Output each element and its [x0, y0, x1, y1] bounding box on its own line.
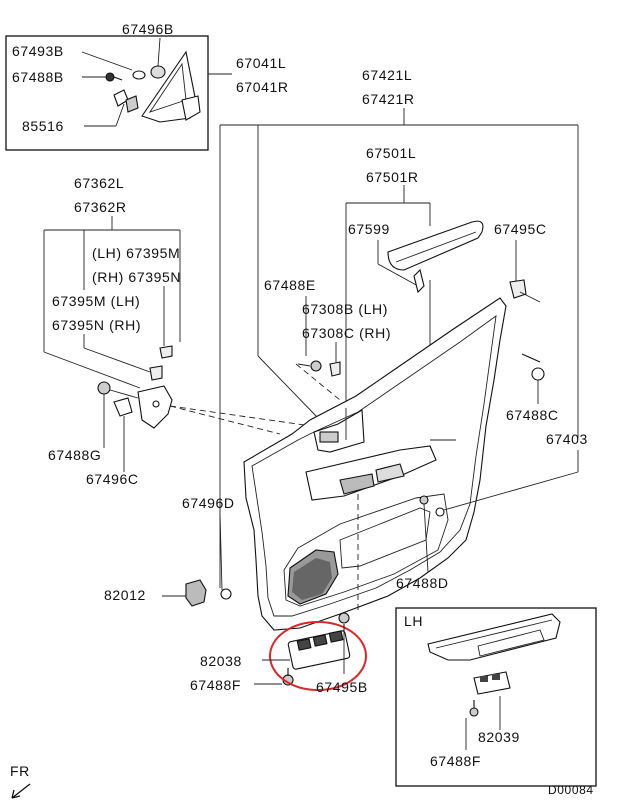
label-67496C: 67496C: [86, 471, 139, 487]
label-67362L: 67362L: [74, 175, 124, 191]
label-67488B: 67488B: [12, 69, 64, 85]
label-67493B: 67493B: [12, 43, 64, 59]
label-67395M-lh2: 67395M (LH): [52, 293, 140, 309]
label-67495C: 67495C: [494, 221, 547, 237]
label-67501R: 67501R: [366, 169, 419, 185]
highlight-ellipse: [269, 621, 367, 691]
mirror-inset: 67496B 67493B 67488B 85516: [5, 21, 232, 151]
arrow-down-left-icon: [11, 783, 31, 799]
label-67488F: 67488F: [190, 677, 241, 693]
label-67488C: 67488C: [506, 407, 559, 423]
label-inset-lh: LH: [404, 613, 423, 629]
label-67496D: 67496D: [182, 495, 235, 511]
label-67488F-lh: 67488F: [430, 753, 481, 769]
label-67488G: 67488G: [48, 447, 101, 463]
label-fr: FR: [10, 763, 30, 779]
label-67395N-rh: (RH) 67395N: [92, 269, 181, 285]
power-window-switch: [282, 612, 351, 686]
lh-inset: LH 82039 67488F: [395, 607, 597, 787]
label-67308B-lh: 67308B (LH): [302, 301, 388, 317]
label-67395N-rh2: 67395N (RH): [52, 317, 141, 333]
handle-bracket: [97, 345, 173, 429]
label-85516: 85516: [22, 118, 64, 134]
door-trim-panel: [243, 297, 507, 631]
label-67403: 67403: [546, 431, 588, 447]
label-67308C-rh: 67308C (RH): [302, 325, 391, 341]
diagram-code: D00084: [548, 783, 594, 797]
label-67599: 67599: [348, 221, 390, 237]
label-67041L: 67041L: [236, 55, 286, 71]
label-82012: 82012: [104, 587, 146, 603]
label-67496B: 67496B: [122, 21, 174, 37]
label-67421R: 67421R: [362, 91, 415, 107]
label-67488E: 67488E: [264, 277, 316, 293]
label-67501L: 67501L: [366, 145, 416, 161]
label-67488D: 67488D: [396, 575, 449, 591]
label-67395M-lh: (LH) 67395M: [92, 245, 180, 261]
label-67421L: 67421L: [362, 67, 412, 83]
direction-indicator: FR: [10, 763, 31, 799]
armrest-pad: [387, 220, 484, 294]
label-82039: 82039: [478, 729, 520, 745]
label-82038: 82038: [200, 653, 242, 669]
label-67362R: 67362R: [74, 199, 127, 215]
label-67041R: 67041R: [236, 79, 289, 95]
label-67495B: 67495B: [316, 679, 368, 695]
